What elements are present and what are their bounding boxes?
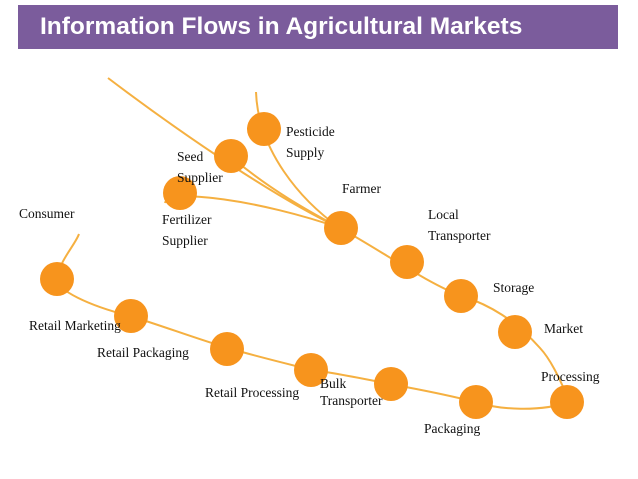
slide-title: Information Flows in Agricultural Market… [40,13,523,40]
label-storage: Storage [493,280,535,295]
label-consumer: Consumer [19,206,75,221]
label-processing: Processing [541,369,600,384]
label-retail-packaging: Retail Packaging [97,345,189,360]
fertilizer-node [163,176,197,210]
pesticide-line [255,91,341,229]
bulk-transporter-node [374,367,408,401]
label-retail-processing: Retail Processing [205,385,300,400]
label-retail-marketing: Retail Marketing [29,318,121,333]
label-packaging: Packaging [424,421,481,436]
farmer-node [324,211,358,245]
market-node [498,315,532,349]
consumer-node [40,262,74,296]
label-seed-supplier: Seed Supplier [177,149,223,185]
label-pesticide-supply: Pesticide Supply [286,124,335,160]
processing-node [550,385,584,419]
storage-node [444,279,478,313]
label-local-transporter: Local Transporter [428,207,491,243]
packaging-node [459,385,493,419]
retail-processing-node [294,353,328,387]
title-bar: Information Flows in Agricultural Market… [18,5,618,49]
local-transporter-node [390,245,424,279]
pesticide-node [247,112,281,146]
seed-node [214,139,248,173]
retail-marketing-node [114,299,148,333]
seed-line [229,155,341,229]
label-fertilizer-supplier: Fertilizer Supplier [162,212,212,248]
label-bulk-transporter: Bulk Transporter [320,376,383,408]
retail-packaging-node [210,332,244,366]
label-farmer: Farmer [342,181,381,196]
label-market: Market [544,321,583,336]
